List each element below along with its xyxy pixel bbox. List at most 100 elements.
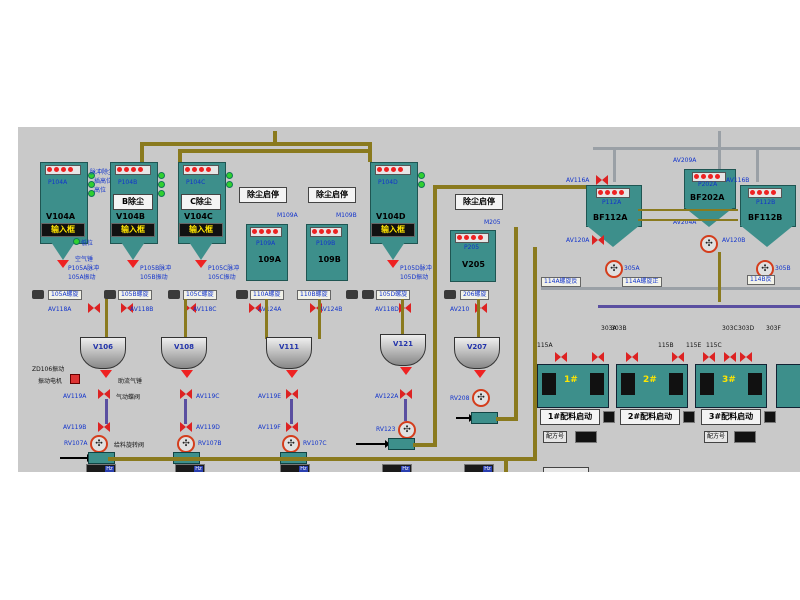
- rotary-valve-rv107c-icon[interactable]: ✣: [282, 435, 300, 453]
- motor-105b[interactable]: [104, 290, 116, 299]
- hz-display-1[interactable]: Hz: [86, 464, 116, 472]
- silo-109a-lights: [250, 227, 282, 237]
- valve-av118c[interactable]: [184, 303, 196, 313]
- filter-bf202a-cone: [684, 207, 734, 227]
- bin-4-partial[interactable]: [776, 364, 800, 408]
- motor-105c[interactable]: [168, 290, 180, 299]
- valve-115b[interactable]: [672, 352, 684, 362]
- rotary-valve-rv107a-icon[interactable]: ✣: [90, 435, 108, 453]
- valve-av119f[interactable]: [286, 422, 298, 432]
- silo-v104c-dust-header[interactable]: C除尘: [181, 194, 221, 210]
- motor-110a[interactable]: [236, 290, 248, 299]
- valve-av119c[interactable]: [180, 389, 192, 399]
- rotary-valve-rv107b-icon[interactable]: ✣: [177, 435, 195, 453]
- screw-114b-reverse[interactable]: 114B反: [747, 275, 775, 285]
- silo-v104b-pulse: P105B脉冲: [140, 265, 172, 272]
- valve-303f-label: 303F: [766, 325, 781, 332]
- valve-303d[interactable]: [740, 352, 752, 362]
- silo-v104a-note-pulse: 脉冲除尘: [90, 169, 115, 176]
- fan-305a-icon[interactable]: ✣: [605, 260, 623, 278]
- m109a-label: M109A: [277, 212, 298, 219]
- valve-303b[interactable]: [626, 352, 638, 362]
- bin-1-recipe[interactable]: 配方号: [543, 431, 568, 443]
- gray-drop-b: [756, 147, 759, 182]
- silo-v104b-dust-header[interactable]: B除尘: [113, 194, 153, 210]
- silo-109b-p-label: P109B: [316, 240, 336, 247]
- convey-206[interactable]: 206螺旋: [460, 290, 490, 300]
- silo-v104b-lights: [115, 165, 151, 175]
- convey-105b[interactable]: 105B螺旋: [118, 290, 152, 300]
- valve-av124a[interactable]: [249, 303, 261, 313]
- bin-3-start-button[interactable]: 3#配料启动: [701, 409, 761, 425]
- bin-3-recipe[interactable]: 配方号: [704, 431, 729, 443]
- dust-toggle-109a-button[interactable]: 除尘启停: [239, 187, 287, 203]
- bin-1-label: 1#: [564, 375, 578, 385]
- inlet-arrow-3: [456, 414, 474, 422]
- valve-av119e[interactable]: [286, 389, 298, 399]
- mixer-v106[interactable]: V106: [80, 337, 126, 369]
- valve-av119d[interactable]: [180, 422, 192, 432]
- valve-av119b[interactable]: [98, 422, 110, 432]
- silo-v104b-input-button[interactable]: 输入框: [111, 223, 155, 237]
- hz-display-3[interactable]: Hz: [280, 464, 310, 472]
- valve-303a[interactable]: [592, 352, 604, 362]
- bin-1[interactable]: 1#: [537, 364, 609, 408]
- valve-av122a[interactable]: [400, 389, 412, 399]
- mixer-v207-label: V207: [466, 343, 488, 351]
- screw-114a-reverse[interactable]: 114A螺旋反: [541, 277, 581, 287]
- rotary-valve-rv208-icon[interactable]: ✣: [472, 389, 490, 407]
- valve-av116a[interactable]: [596, 175, 608, 185]
- bin-1-screen-l: [542, 373, 556, 395]
- bin-3[interactable]: 3#: [695, 364, 767, 408]
- bin-2[interactable]: 2#: [616, 364, 688, 408]
- bin-1-start-button[interactable]: 1#配料启动: [540, 409, 600, 425]
- silo-v104c-name: V104C: [184, 212, 213, 221]
- valve-115a[interactable]: [555, 352, 567, 362]
- bin-2-label: 2#: [643, 375, 657, 385]
- dust-toggle-109b-button[interactable]: 除尘启停: [308, 187, 356, 203]
- convey-110b[interactable]: 110B螺旋: [297, 290, 331, 300]
- motor-206[interactable]: [444, 290, 456, 299]
- silo-v104a-input-button[interactable]: 输入框: [41, 223, 85, 237]
- bin-3-recipe-value[interactable]: [734, 431, 756, 443]
- motor-110b[interactable]: [346, 290, 358, 299]
- valve-av118b[interactable]: [121, 303, 133, 313]
- motor-105a[interactable]: [32, 290, 44, 299]
- pipe-to-v108: [184, 299, 187, 339]
- convey-105d[interactable]: 105D螺旋: [376, 290, 411, 300]
- motor-105d[interactable]: [362, 290, 374, 299]
- bottom-field[interactable]: [543, 467, 589, 472]
- bin-1-screen-r: [590, 373, 604, 395]
- valve-115c[interactable]: [703, 352, 715, 362]
- convey-105c[interactable]: 105C螺旋: [183, 290, 217, 300]
- silo-v104a-vibe: 105A振动: [68, 274, 96, 281]
- valve-av120a[interactable]: [592, 235, 604, 245]
- dust-toggle-v205-button[interactable]: 除尘启停: [455, 194, 503, 210]
- scada-panel: P104A V104A 输入框 脉冲除尘 插高位 高位 低位 空气锤 P105A…: [18, 127, 800, 472]
- valve-av119a[interactable]: [98, 389, 110, 399]
- silo-v104a-dot2: [88, 181, 95, 188]
- hz-display-2[interactable]: Hz: [175, 464, 205, 472]
- silo-v104d-pulse: P105D脉冲: [400, 265, 432, 272]
- valve-av210-label: AV210: [450, 306, 470, 313]
- valve-av119b-label: AV119B: [63, 424, 87, 431]
- silo-v104a-note-high: 高位: [94, 187, 107, 194]
- bin-2-start-button[interactable]: 2#配料启动: [620, 409, 680, 425]
- silo-v104d-input-button[interactable]: 输入框: [371, 223, 415, 237]
- hz-display-5[interactable]: Hz: [464, 464, 494, 472]
- valve-av124b[interactable]: [310, 303, 322, 313]
- fan-202a-icon[interactable]: ✣: [700, 235, 718, 253]
- mixer-v108[interactable]: V108: [161, 337, 207, 369]
- mixer-v121[interactable]: V121: [380, 334, 426, 366]
- valve-av118a[interactable]: [88, 303, 100, 313]
- convey-105a[interactable]: 105A螺旋: [48, 290, 82, 300]
- screw-114a-forward[interactable]: 114A螺旋正: [622, 277, 662, 287]
- rotary-valve-rv123-icon[interactable]: ✣: [398, 421, 416, 439]
- mixer-v207[interactable]: V207: [454, 337, 500, 369]
- hz-display-4[interactable]: Hz: [382, 464, 412, 472]
- bin-1-recipe-value[interactable]: [575, 431, 597, 443]
- valve-303c[interactable]: [724, 352, 736, 362]
- fan-305a-label: 305A: [624, 265, 640, 272]
- silo-v104c-input-button[interactable]: 输入框: [179, 223, 223, 237]
- mixer-v111[interactable]: V111: [266, 337, 312, 369]
